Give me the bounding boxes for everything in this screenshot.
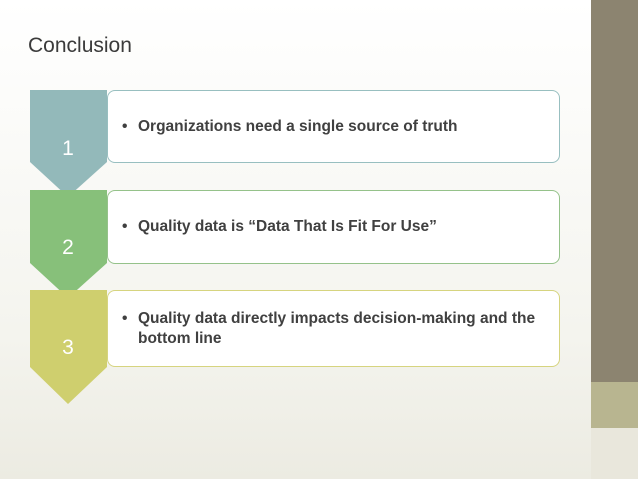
chevron-step-1: [30, 90, 107, 197]
sidebar-light-block: [591, 428, 638, 479]
step-1-number: 1: [62, 137, 74, 160]
step-2-number: 2: [62, 236, 74, 259]
step-1-box: Organizations need a single source of tr…: [107, 90, 560, 163]
step-3-text: Quality data directly impacts decision-m…: [108, 309, 559, 349]
step-3-number: 3: [62, 336, 74, 359]
chevron-step-2: [30, 190, 107, 298]
step-2-text: Quality data is “Data That Is Fit For Us…: [108, 217, 447, 237]
step-3-box: Quality data directly impacts decision-m…: [107, 290, 560, 367]
chevron-step-3: [30, 290, 107, 404]
sidebar-decoration: [591, 0, 638, 479]
sidebar-accent-block: [591, 382, 638, 428]
slide-title: Conclusion: [28, 34, 132, 57]
step-2-box: Quality data is “Data That Is Fit For Us…: [107, 190, 560, 264]
step-1-text: Organizations need a single source of tr…: [108, 117, 468, 137]
